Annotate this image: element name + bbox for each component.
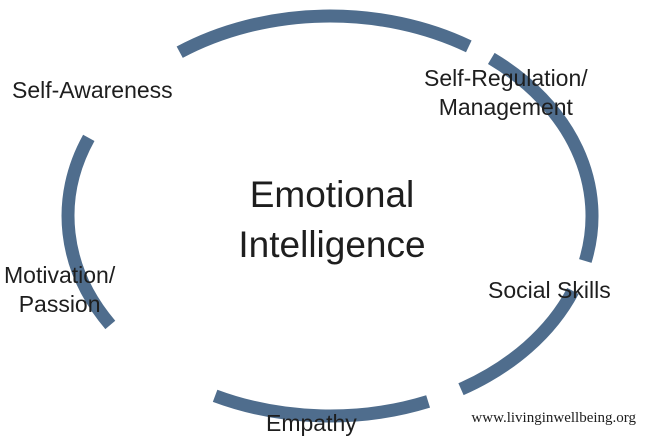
segment-label-social-skills: Social Skills (488, 276, 611, 305)
ring-arc-1 (176, 9, 472, 58)
center-title: Emotional Intelligence (182, 170, 482, 270)
ring-arc-2 (487, 52, 599, 263)
center-title-line: Intelligence (238, 224, 426, 265)
segment-label-line: Passion (18, 291, 101, 317)
segment-label-self-regulation: Self-Regulation/ Management (424, 64, 588, 122)
website-watermark[interactable]: www.livinginwellbeing.org (471, 410, 636, 426)
segment-label-empathy: Empathy (266, 409, 357, 438)
ring-arc-4 (212, 389, 431, 423)
segment-label-self-awareness: Self-Awareness (12, 76, 173, 105)
center-title-line: Emotional (249, 174, 415, 215)
segment-label-line: Motivation/ (4, 262, 116, 288)
segment-label-motivation: Motivation/ Passion (4, 261, 115, 319)
segment-label-line: Self-Regulation/ (424, 65, 588, 91)
segment-label-line: Social Skills (488, 277, 611, 303)
ring-arc-3 (458, 287, 579, 396)
segment-label-line: Empathy (266, 410, 357, 436)
segment-label-line: Self-Awareness (12, 77, 173, 103)
segment-label-line: Management (438, 94, 573, 120)
ring-arc-5 (61, 134, 116, 330)
